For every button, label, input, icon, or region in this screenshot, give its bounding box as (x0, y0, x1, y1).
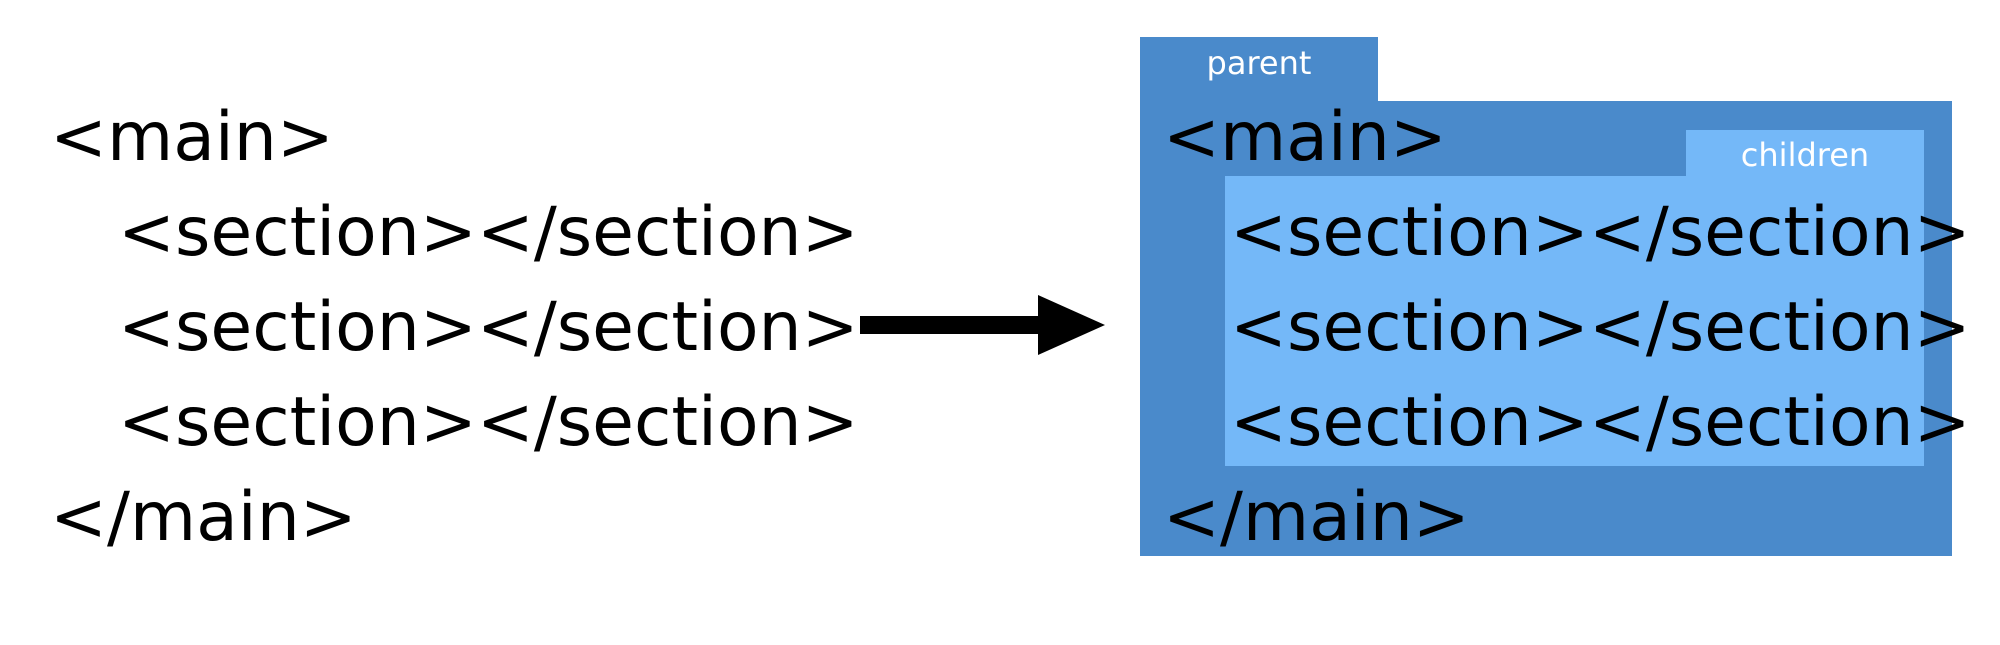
main-close-tag: </main> (50, 478, 357, 557)
main-close-tag: </main> (1163, 478, 1470, 557)
right-arrow-icon (860, 295, 1105, 355)
section-element: <section></section> (118, 383, 859, 462)
parent-label: parent (1206, 44, 1312, 82)
section-element: <section></section> (1230, 383, 1971, 462)
children-box (1225, 176, 1924, 466)
section-element: <section></section> (1230, 193, 1971, 272)
children-label: children (1740, 136, 1870, 174)
children-tab: children (1686, 130, 1924, 180)
main-open-tag: <main> (50, 98, 334, 177)
section-element: <section></section> (118, 193, 859, 272)
source-code-block: <main> <section></section> <section></se… (50, 90, 859, 565)
result-code-block: <main> <section></section> <section></se… (1163, 90, 1971, 565)
section-element: <section></section> (1230, 288, 1971, 367)
section-element: <section></section> (118, 288, 859, 367)
main-open-tag: <main> (1163, 98, 1447, 177)
